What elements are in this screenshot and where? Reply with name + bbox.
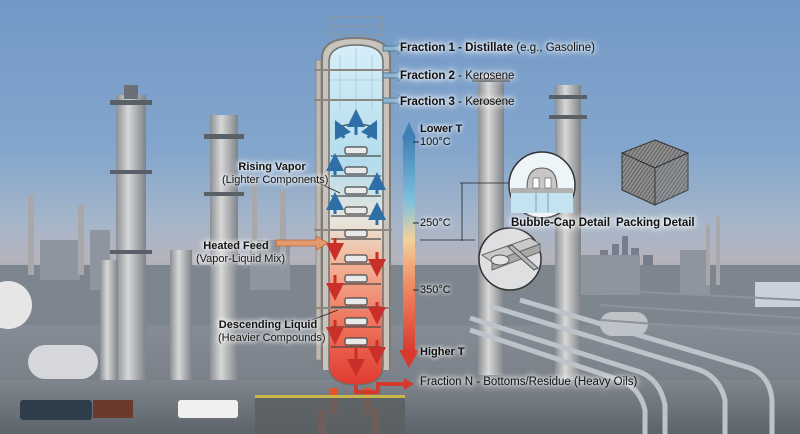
temp-tick-100: 100°C: [420, 136, 451, 148]
tray-detail-image: [478, 227, 542, 291]
rising-vapor-subtitle: (Lighter Components): [222, 174, 329, 186]
heated-feed-callout: Heated Feed (Vapor-Liquid Mix): [196, 240, 286, 266]
temp-tick-350: 350°C: [420, 284, 451, 296]
rising-vapor-callout: Rising Vapor (Lighter Components): [222, 161, 329, 187]
packing-detail-image: [620, 139, 690, 206]
packing-detail-title: Packing Detail: [616, 217, 695, 229]
temp-tick-250: 250°C: [420, 217, 451, 229]
descending-liquid-subtitle: (Heavier Compounds): [218, 332, 326, 344]
lower-temp-label: Lower T: [420, 123, 463, 135]
descending-liquid-title: Descending Liquid: [218, 319, 318, 331]
heated-feed-subtitle: (Vapor-Liquid Mix): [196, 253, 286, 265]
feed-arrow: [275, 235, 329, 251]
rising-vapor-title: Rising Vapor: [238, 161, 306, 173]
fraction-n-label: Fraction N - Bottoms/Residue (Heavy Oils…: [420, 376, 638, 388]
vapor-arrows: [326, 109, 386, 225]
heated-feed-title: Heated Feed: [203, 240, 269, 252]
higher-temp-label: Higher T: [420, 346, 465, 358]
bottoms-pipe: [354, 382, 410, 394]
bubble-cap-detail-title: Bubble-Cap Detail: [511, 217, 611, 229]
descending-liquid-callout: Descending Liquid (Heavier Compounds): [218, 319, 326, 345]
temperature-gradient-arrow: [399, 122, 419, 368]
fraction-2-label: Fraction 2 - Kerosene: [400, 70, 515, 82]
liquid-arrows: [326, 238, 386, 377]
fraction-3-label: Fraction 3 - Kerosene: [400, 96, 515, 108]
bubble-cap-detail-image: [508, 151, 576, 219]
fraction-1-label: Fraction 1 - Distillate (e.g., Gasoline): [400, 42, 595, 54]
fraction-outlet-arrows: [382, 42, 407, 107]
